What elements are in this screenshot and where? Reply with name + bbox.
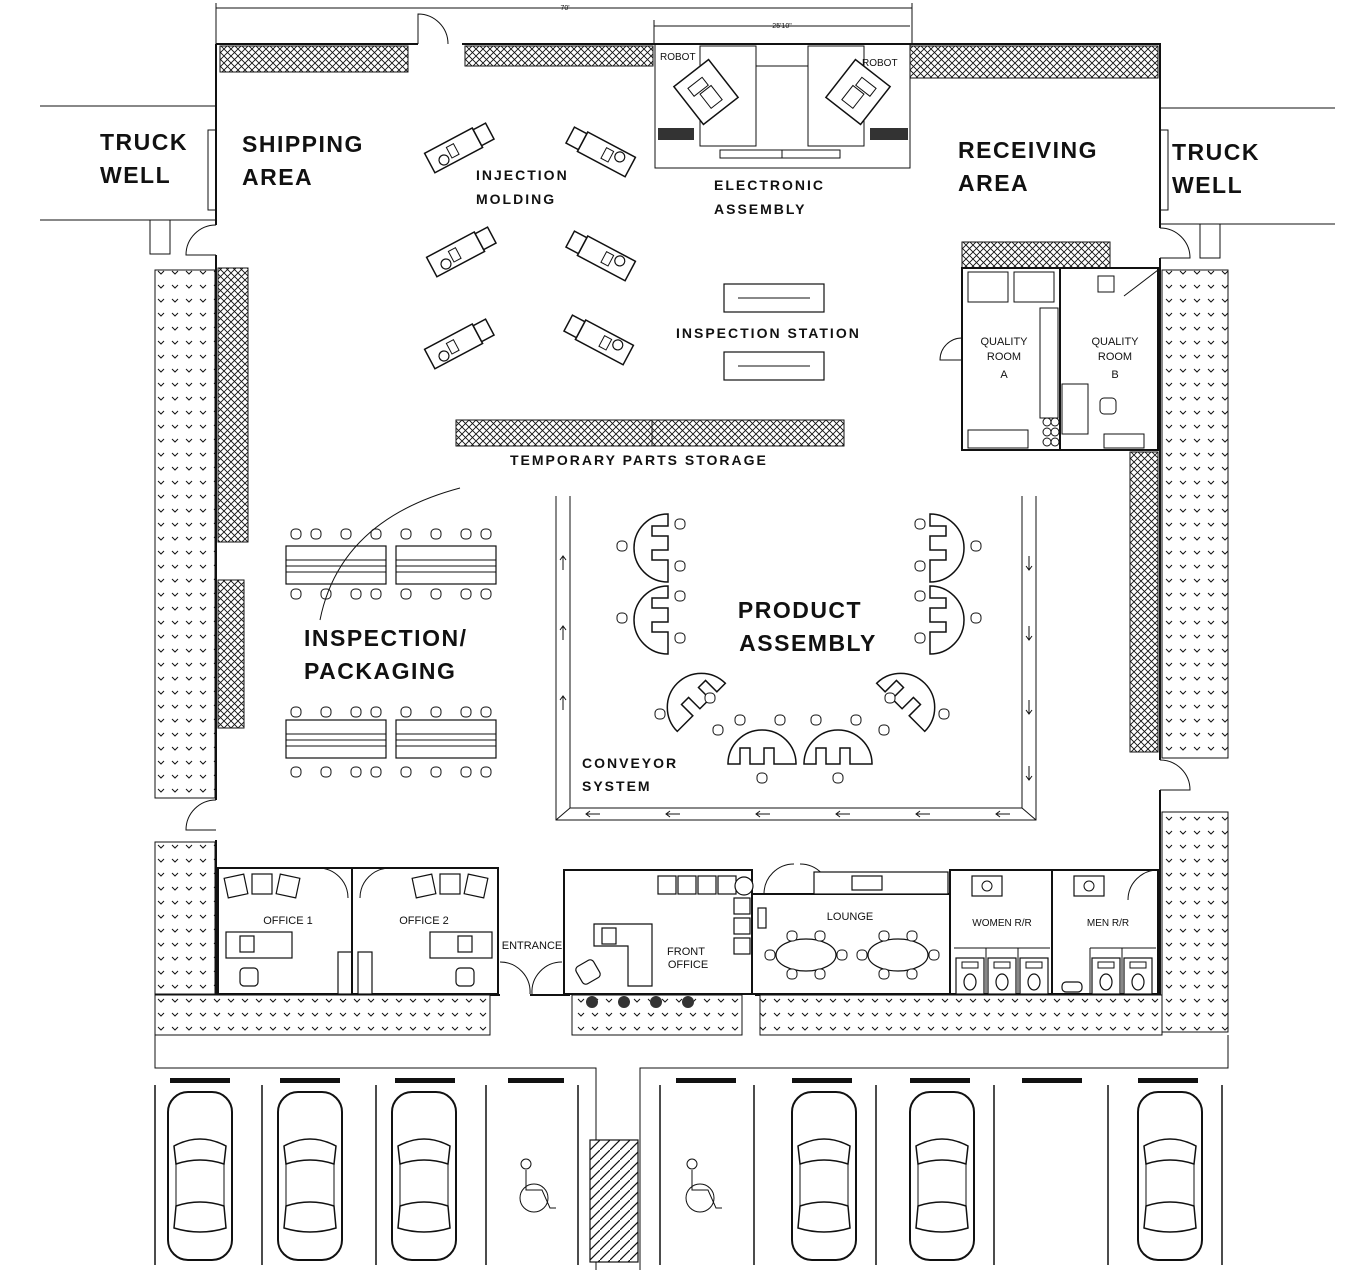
- electronic-assembly-line1: ELECTRONIC: [714, 177, 825, 193]
- plant-icon: [586, 996, 694, 1008]
- car-icon: [391, 1091, 457, 1261]
- car-icon: [909, 1091, 975, 1261]
- truck-well-right-line1: TRUCK: [1172, 139, 1260, 165]
- office-1: OFFICE 1: [217, 867, 353, 995]
- toilet-icon: [1123, 957, 1153, 995]
- lounge: LOUNGE: [751, 863, 951, 995]
- toilet-icon: [955, 957, 985, 995]
- toilet-icon: [987, 957, 1017, 995]
- women-rr-label: WOMEN R/R: [972, 918, 1031, 929]
- truck-well-left-line2: WELL: [100, 162, 171, 188]
- robot-right-label: ROBOT: [862, 58, 898, 69]
- car-icon: [1137, 1091, 1203, 1261]
- inspection-packaging-tables: INSPECTION/ PACKAGING: [285, 487, 497, 778]
- quality-b-line3: B: [1111, 369, 1118, 381]
- front-office-line2: OFFICE: [668, 959, 708, 971]
- door-swing-icon: [499, 961, 531, 995]
- quality-b-line2: ROOM: [1098, 351, 1132, 363]
- dimension-overall: 70': [215, 3, 913, 45]
- robot-arm-icon: [824, 58, 892, 126]
- truck-well-right: TRUCK WELL: [1159, 107, 1335, 259]
- inspection-station-label: INSPECTION STATION: [676, 325, 861, 341]
- accessible-parking-icon: [685, 1158, 722, 1213]
- inspection-packaging-line1: INSPECTION/: [304, 625, 467, 651]
- workstation-chair-icon: [239, 967, 259, 987]
- conveyor-line2: SYSTEM: [582, 778, 652, 794]
- quality-b-line1: QUALITY: [1091, 336, 1139, 348]
- product-assembly-line2: ASSEMBLY: [739, 630, 877, 656]
- truck-well-right-line2: WELL: [1172, 172, 1243, 198]
- car-icon: [277, 1091, 343, 1261]
- men-rr-label: MEN R/R: [1087, 918, 1129, 929]
- workstation-chair-icon: [575, 959, 601, 985]
- electronic-assembly-line2: ASSEMBLY: [714, 201, 807, 217]
- toilet-icon: [1091, 957, 1121, 995]
- injection-molding-line1: INJECTION: [476, 167, 569, 183]
- injection-molding-machine-icon: [564, 228, 637, 282]
- dimension-robot-cell: 25'10": [653, 20, 910, 45]
- robot-arm-icon: [672, 58, 740, 126]
- injection-molding-machines: [423, 120, 637, 370]
- injection-molding-line2: MOLDING: [476, 191, 556, 207]
- injection-molding-machine-icon: [425, 224, 498, 278]
- conveyor-line1: CONVEYOR: [582, 755, 678, 771]
- office-1-label: OFFICE 1: [263, 915, 313, 927]
- car-icon: [167, 1091, 233, 1261]
- inspection-station: INSPECTION STATION: [676, 283, 861, 381]
- injection-molding-machine-icon: [423, 120, 496, 174]
- dimension-robot-label: 25'10": [772, 23, 792, 30]
- front-office: FRONT OFFICE: [563, 869, 754, 1008]
- temporary-storage-label: TEMPORARY PARTS STORAGE: [510, 452, 768, 468]
- dimension-overall-label: 70': [560, 5, 569, 12]
- sink-icon: [1073, 875, 1105, 897]
- temporary-parts-storage: TEMPORARY PARTS STORAGE: [455, 419, 845, 468]
- inspection-packaging-line2: PACKAGING: [304, 658, 456, 684]
- conveyor-system: CONVEYOR SYSTEM: [555, 496, 1037, 821]
- robot-cell: ROBOT ROBOT: [654, 44, 911, 169]
- entrance: ENTRANCE: [499, 940, 563, 995]
- workstation-chair-icon: [455, 967, 475, 987]
- office-2-label: OFFICE 2: [399, 915, 449, 927]
- injection-molding-machine-icon: [423, 316, 496, 370]
- receiving-area-line1: RECEIVING: [958, 137, 1098, 163]
- product-assembly-line1: PRODUCT: [738, 597, 862, 623]
- door-swing-icon: [417, 13, 449, 45]
- injection-molding-machine-icon: [564, 124, 637, 178]
- accessible-parking-icon: [519, 1158, 556, 1213]
- conveyor-arrow-icon: [559, 555, 1033, 818]
- front-office-line1: FRONT: [667, 946, 705, 958]
- toilet-icon: [1019, 957, 1049, 995]
- truck-well-left: TRUCK WELL: [40, 105, 217, 255]
- sink-icon: [971, 875, 1003, 897]
- workstation-chair-icon: [1099, 397, 1117, 415]
- sink-icon: [851, 875, 883, 891]
- receiving-area-line2: AREA: [958, 170, 1029, 196]
- shipping-area-line1: SHIPPING: [242, 131, 364, 157]
- lounge-label: LOUNGE: [827, 911, 873, 923]
- car-icon: [791, 1091, 857, 1261]
- robot-left-label: ROBOT: [660, 52, 696, 63]
- landscaping: [154, 269, 1229, 1036]
- quality-a-line1: QUALITY: [980, 336, 1028, 348]
- parking-lot: [154, 1035, 1229, 1270]
- men-restroom: MEN R/R: [1051, 869, 1159, 995]
- product-assembly-stations: PRODUCT ASSEMBLY: [616, 513, 982, 784]
- truck-well-left-line1: TRUCK: [100, 129, 188, 155]
- quality-a-line3: A: [1000, 369, 1008, 381]
- office-2: OFFICE 2: [351, 867, 499, 995]
- women-restroom: WOMEN R/R: [949, 869, 1053, 995]
- quality-rooms: QUALITY ROOM A QUALITY ROOM B: [939, 267, 1159, 451]
- entrance-label: ENTRANCE: [502, 940, 563, 952]
- wall-storage-racks: [217, 45, 1159, 753]
- quality-a-line2: ROOM: [987, 351, 1021, 363]
- shipping-area-line2: AREA: [242, 164, 313, 190]
- injection-molding-machine-icon: [562, 312, 635, 366]
